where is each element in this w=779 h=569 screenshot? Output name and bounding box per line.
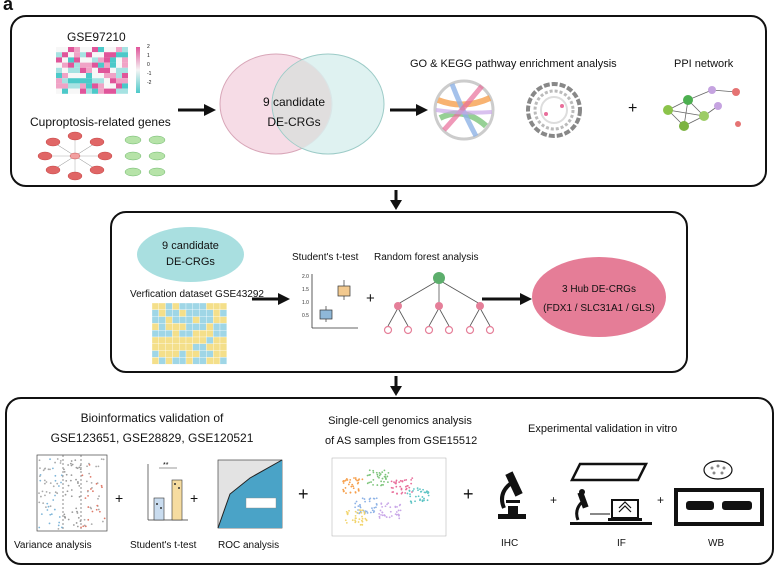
dataset-label: GSE97210 bbox=[67, 30, 126, 44]
if-label: IF bbox=[617, 538, 626, 549]
chord-diagram-icon bbox=[433, 79, 495, 141]
plus-sign: + bbox=[115, 490, 124, 506]
arrow-icon bbox=[390, 104, 428, 116]
venn-diagram bbox=[219, 53, 385, 155]
sc-title-line1: Single-cell genomics analysis bbox=[328, 415, 472, 427]
arrow-down-icon bbox=[390, 376, 402, 396]
candidate-line1: 9 candidate bbox=[162, 240, 219, 252]
arrow-icon bbox=[482, 293, 532, 305]
bar-chart-icon: ** bbox=[147, 462, 188, 521]
plus-sign: + bbox=[550, 493, 558, 507]
verification-label: Verfication dataset GSE43292 bbox=[130, 289, 264, 300]
arrow-icon bbox=[252, 293, 290, 305]
variance-label: Variance analysis bbox=[14, 540, 92, 551]
ttest-label: Student's t-test bbox=[292, 252, 359, 263]
hub-line1: 3 Hub DE-CRGs bbox=[562, 284, 636, 295]
scale-tick: -1 bbox=[147, 71, 152, 77]
plus-sign: + bbox=[463, 484, 474, 504]
genes-label: Cuproptosis-related genes bbox=[30, 115, 171, 129]
microscope-icon bbox=[498, 471, 526, 519]
significance-mark: ** bbox=[163, 462, 169, 469]
venn-text-line1: 9 candidate bbox=[262, 95, 326, 109]
figure-label: a bbox=[3, 0, 14, 14]
ihc-label: IHC bbox=[501, 538, 519, 549]
boxplot-icon: 2.0 1.5 1.0 0.5 bbox=[302, 274, 358, 329]
candidate-blob bbox=[137, 227, 244, 282]
hub-line2: (FDX1 / SLC31A1 / GLS) bbox=[543, 303, 655, 314]
svg-text:0.5: 0.5 bbox=[302, 313, 309, 319]
circos-plot-icon bbox=[526, 82, 582, 138]
svg-text:1.0: 1.0 bbox=[302, 300, 309, 306]
venn-text-line2: DE-CRGs bbox=[267, 115, 321, 129]
ppi-network-icon bbox=[663, 86, 741, 131]
gene-network bbox=[37, 131, 166, 181]
bioinfo-title-line1: Bioinformatics validation of bbox=[80, 411, 224, 425]
exp-title: Experimental validation in vitro bbox=[528, 423, 678, 435]
wb-label: WB bbox=[708, 538, 725, 549]
scale-tick: 0 bbox=[147, 62, 150, 68]
western-blot-icon bbox=[674, 460, 764, 526]
scale-tick: -2 bbox=[147, 80, 152, 86]
plus-sign: + bbox=[657, 493, 665, 507]
heatmap bbox=[56, 47, 140, 94]
candidate-line2: DE-CRGs bbox=[166, 256, 215, 268]
volcano-plot-icon bbox=[36, 454, 108, 532]
roc-curve-icon bbox=[217, 459, 283, 529]
ppi-label: PPI network bbox=[674, 58, 734, 70]
scale-tick: 1 bbox=[147, 53, 150, 59]
plus-sign: + bbox=[190, 490, 199, 506]
arrow-icon bbox=[178, 104, 216, 116]
roc-label: ROC analysis bbox=[218, 540, 280, 551]
rf-label: Random forest analysis bbox=[374, 252, 479, 263]
fluorescence-setup-icon bbox=[569, 462, 652, 525]
bioinfo-title-line2: GSE123651, GSE28829, GSE120521 bbox=[50, 431, 254, 445]
plus-sign: + bbox=[298, 484, 309, 504]
tsne-plot-icon bbox=[331, 457, 447, 537]
svg-text:1.5: 1.5 bbox=[302, 287, 309, 293]
verification-heatmap bbox=[151, 302, 227, 365]
enrichment-label: GO & KEGG pathway enrichment analysis bbox=[410, 58, 617, 70]
svg-text:2.0: 2.0 bbox=[302, 274, 309, 280]
ttest-label-3: Student's t-test bbox=[130, 540, 197, 551]
plus-sign: + bbox=[628, 100, 638, 117]
arrow-down-icon bbox=[390, 190, 402, 210]
sc-title-line2: of AS samples from GSE15512 bbox=[325, 435, 478, 447]
hub-blob bbox=[532, 257, 666, 337]
scale-tick: 2 bbox=[147, 44, 150, 50]
plus-sign: + bbox=[366, 290, 375, 307]
random-forest-icon bbox=[383, 272, 495, 335]
